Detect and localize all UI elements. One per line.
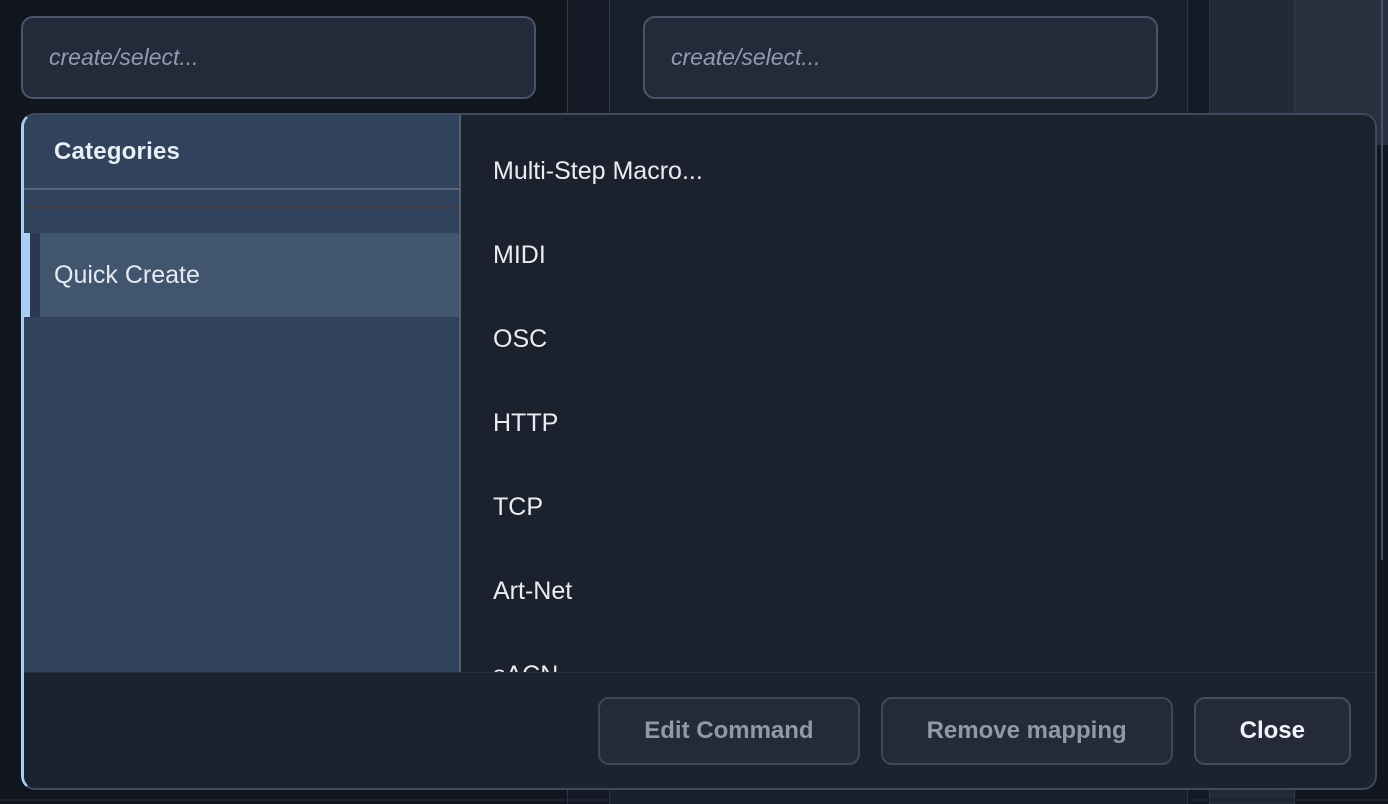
sidebar-divider [24,206,459,209]
categories-header: Categories [24,115,459,190]
sidebar-item-quick-create[interactable]: Quick Create [24,233,459,317]
sidebar-filler [24,317,459,672]
background-column-border [1381,0,1383,560]
command-type-list: Multi-Step Macro... MIDI OSC HTTP TCP Ar… [461,115,1375,672]
create-select-input-left[interactable] [21,16,536,99]
list-item-osc[interactable]: OSC [493,324,548,353]
sidebar-item-label: Quick Create [54,260,200,289]
edit-command-button[interactable]: Edit Command [598,696,860,765]
list-item-multi-step-macro[interactable]: Multi-Step Macro... [493,156,703,185]
sidebar-empty-slot [24,190,459,206]
close-button[interactable]: Close [1193,696,1351,765]
create-select-input-right[interactable] [643,16,1158,99]
command-mapping-dialog: Categories Quick Create Multi-Step Macro… [21,113,1377,790]
sidebar-spacer [24,209,459,233]
list-item-artnet[interactable]: Art-Net [493,576,573,605]
list-item-sacn[interactable]: sACN [461,633,1375,673]
remove-mapping-button[interactable]: Remove mapping [880,696,1173,765]
list-item-midi[interactable]: MIDI [493,240,546,269]
background-panel-bottom-edge [0,799,1388,801]
dialog-footer: Edit Command Remove mapping Close [24,672,1375,788]
list-item-tcp[interactable]: TCP [493,492,543,521]
categories-sidebar: Categories Quick Create [24,115,461,672]
list-item-http[interactable]: HTTP [493,408,559,437]
dialog-body: Categories Quick Create Multi-Step Macro… [24,115,1375,672]
